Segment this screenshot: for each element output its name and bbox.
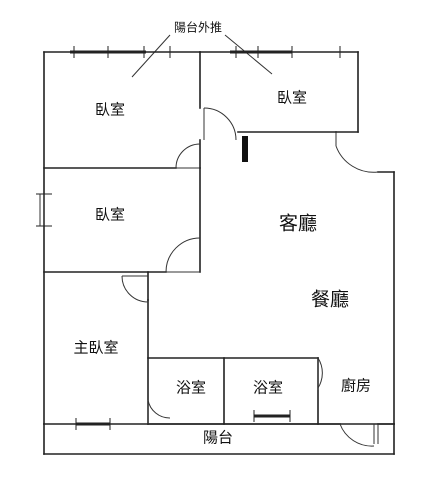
note-arrow-right: [224, 34, 273, 75]
door-swings: [121, 107, 379, 447]
room-label-bedroom-middle-left: 臥室: [95, 206, 125, 224]
structural-column: [242, 136, 248, 162]
windows: [36, 46, 379, 444]
room-label-bedroom-top-right: 臥室: [277, 89, 307, 107]
room-label-balcony: 陽台: [203, 429, 233, 447]
balcony-extension-note: 陽台外推: [174, 20, 222, 35]
interior-walls: [43, 51, 395, 425]
room-label-bedroom-top-left: 臥室: [95, 101, 125, 119]
room-label-bathroom-left: 浴室: [176, 379, 206, 397]
room-label-living-room: 客廳: [279, 213, 317, 235]
room-label-kitchen: 廚房: [341, 377, 371, 395]
room-label-master-bedroom: 主臥室: [73, 339, 118, 357]
note-arrow-left: [131, 34, 171, 78]
room-label-bathroom-right: 浴室: [253, 379, 283, 397]
room-label-dining-room: 餐廳: [311, 289, 349, 311]
